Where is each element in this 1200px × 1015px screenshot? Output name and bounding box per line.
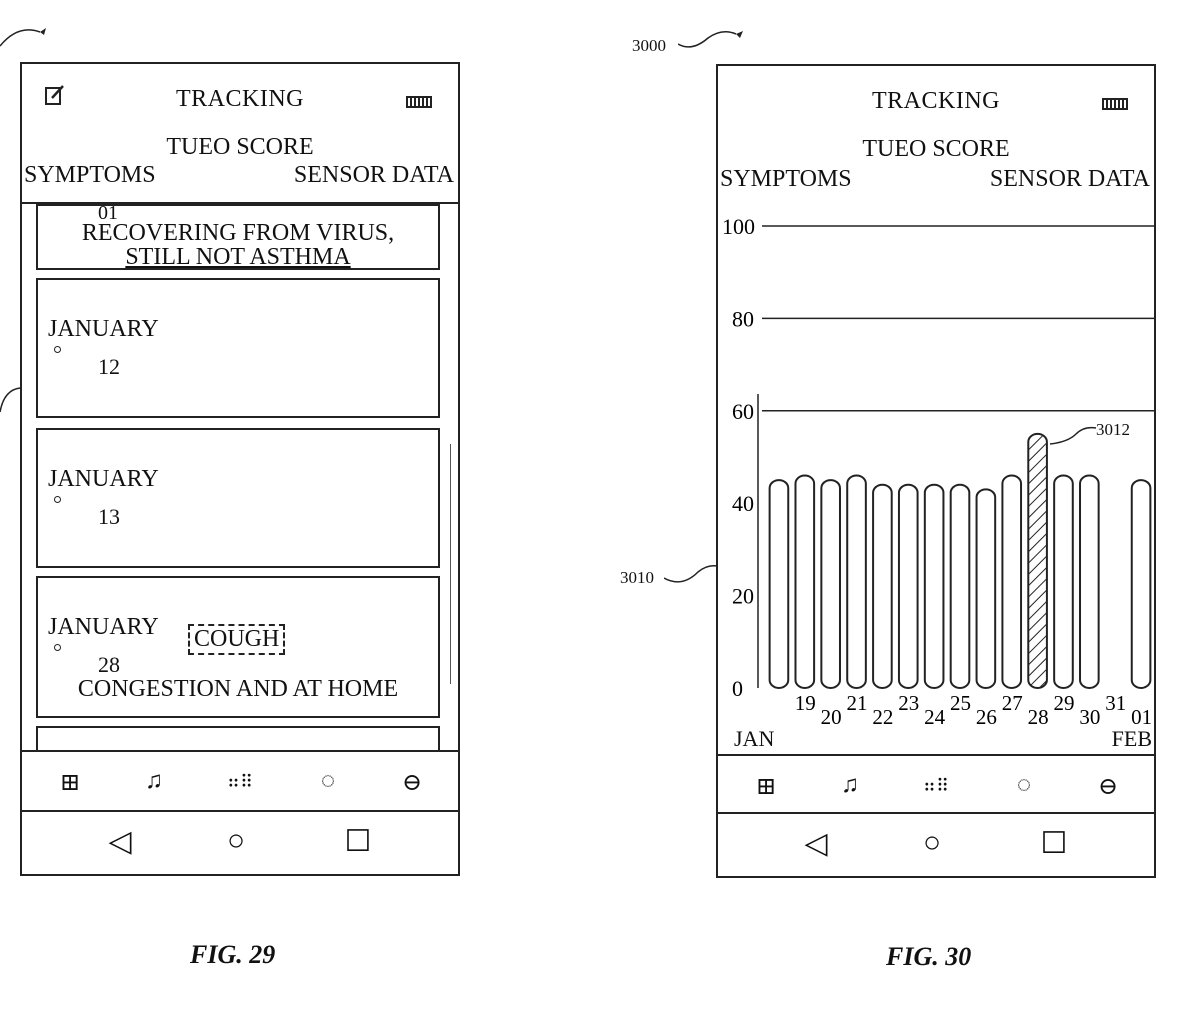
tueo-score-tab[interactable]: TUEO SCORE (166, 134, 314, 160)
tueo-score-tab[interactable]: TUEO SCORE (862, 136, 1010, 162)
x-tick-label: 26 (976, 705, 997, 729)
y-tick-label: 60 (732, 399, 754, 424)
entry-day: 13 (98, 504, 120, 529)
fig29-caption: FIG. 29 (190, 940, 276, 969)
bar[interactable] (1001, 474, 1023, 690)
ref-bar-leader (1049, 424, 1100, 453)
back-icon[interactable]: ◁ (804, 827, 828, 860)
entry-day: 28 (98, 652, 120, 677)
back-icon[interactable]: ◁ (108, 825, 132, 858)
x-tick-label: 22 (872, 705, 893, 729)
clock-icon[interactable]: ◌ (1016, 772, 1032, 798)
list-item[interactable]: JANUARY 12 (36, 278, 440, 418)
profile-icon[interactable]: ⊖ (401, 770, 423, 796)
bar[interactable] (872, 483, 893, 689)
edit-icon[interactable] (44, 84, 66, 106)
sensor-data-tab[interactable]: SENSOR DATA (293, 162, 454, 188)
sensor-data-tab[interactable]: SENSOR DATA (989, 166, 1150, 192)
x-tick-label: 28 (1028, 705, 1049, 729)
fig30-pointer-arrow (677, 24, 748, 59)
bottom-nav: ⊞ ♫ ⠶⠿ ◌ ⊖ (718, 754, 1154, 818)
entry-month: JANUARY (48, 316, 159, 342)
x-tick-label: 29 (1053, 691, 1074, 715)
entry-dot-icon (54, 496, 61, 503)
x-tick-label: 23 (898, 691, 919, 715)
recent-apps-icon[interactable]: ☐ (344, 825, 372, 858)
bar[interactable] (768, 479, 790, 689)
entry-note: RECOVERING FROM VIRUS, (81, 220, 395, 246)
y-tick-label: 20 (732, 584, 754, 609)
x-tick-label: 20 (821, 705, 842, 729)
clock-icon[interactable]: ◌ (320, 768, 336, 794)
bar[interactable] (820, 479, 841, 689)
x-tick-label: 27 (1002, 691, 1023, 715)
profile-icon[interactable]: ⊖ (1097, 774, 1119, 800)
bar[interactable] (923, 483, 945, 689)
bell-icon[interactable]: ♫ (841, 772, 859, 798)
bar-highlighted[interactable] (1027, 432, 1048, 689)
bar[interactable] (794, 474, 816, 690)
y-tick-label: 40 (732, 491, 754, 516)
bar[interactable] (975, 488, 997, 689)
fig29-header: TRACKING TUEO SCORE SYMPTOMS SENSOR DATA (22, 64, 458, 204)
system-nav: ◁ ○ ☐ (718, 812, 1154, 876)
bar[interactable] (1079, 474, 1100, 690)
y-tick-label: 0 (732, 676, 743, 701)
chart-icon[interactable]: ⠶⠿ (226, 772, 254, 792)
bar[interactable] (897, 483, 919, 689)
symptoms-tab[interactable]: SYMPTOMS (24, 162, 156, 188)
x-tick-label: 31 (1105, 691, 1126, 715)
fig29-phone-frame: TRACKING TUEO SCORE SYMPTOMS SENSOR DATA… (20, 62, 460, 876)
entry-dot-icon (54, 644, 61, 651)
x-tick-label: 24 (924, 705, 946, 729)
symptoms-tab[interactable]: SYMPTOMS (720, 166, 852, 192)
entry-day: 01 (98, 202, 118, 224)
x-tick-label: 30 (1079, 705, 1100, 729)
bar[interactable] (949, 483, 971, 689)
list-item[interactable]: JANUARY 28 COUGH CONGESTION AND AT HOME (36, 576, 440, 718)
fig29-side-pointer (0, 384, 24, 419)
fig29-pointer-arrow (0, 20, 60, 55)
x-tick-label: 25 (950, 691, 971, 715)
page-title: TRACKING (872, 88, 1000, 114)
menu-icon[interactable] (406, 96, 432, 108)
ref-chart-label: 3010 (620, 568, 654, 587)
bar[interactable] (846, 474, 867, 690)
fig30-phone-frame: TRACKING TUEO SCORE SYMPTOMS SENSOR DATA… (716, 64, 1156, 878)
entry-month: JANUARY (48, 466, 159, 492)
ref-bar-label: 3012 (1096, 420, 1130, 439)
x-tick-label: 19 (795, 691, 816, 715)
bar[interactable] (1053, 474, 1074, 690)
cough-tag[interactable]: COUGH (188, 624, 286, 655)
home-icon[interactable]: ○ (922, 826, 942, 859)
bottom-nav: ⊞ ♫ ⠶⠿ ◌ ⊖ (22, 750, 458, 814)
month-end-label: FEB (1111, 726, 1152, 751)
entry-dot-icon (54, 346, 61, 353)
grid-icon[interactable]: ⊞ (59, 770, 81, 796)
entry-month: JANUARY (48, 614, 159, 640)
y-tick-label: 100 (722, 214, 755, 239)
entry-day: 12 (98, 354, 120, 379)
month-start-label: JAN (734, 726, 775, 751)
page-title: TRACKING (176, 86, 304, 112)
list-item[interactable]: JANUARY 13 (36, 428, 440, 568)
entry-note: CONGESTION AND AT HOME (77, 676, 399, 702)
grid-icon[interactable]: ⊞ (755, 774, 777, 800)
chart-icon[interactable]: ⠶⠿ (922, 776, 950, 796)
menu-icon[interactable] (1102, 98, 1128, 110)
home-icon[interactable]: ○ (226, 824, 246, 857)
bar[interactable] (1130, 479, 1152, 689)
fig30-caption: FIG. 30 (886, 942, 972, 971)
ref-device-label: 3000 (632, 36, 666, 55)
x-tick-label: 21 (847, 691, 868, 715)
system-nav: ◁ ○ ☐ (22, 810, 458, 874)
list-item[interactable]: 01 RECOVERING FROM VIRUS, STILL NOT ASTH… (36, 202, 440, 270)
entry-note: STILL NOT ASTHMA (125, 244, 351, 270)
bell-icon[interactable]: ♫ (145, 768, 163, 794)
x-tick-label: 01 (1131, 705, 1152, 729)
scrollbar[interactable] (450, 444, 456, 684)
y-tick-label: 80 (732, 306, 754, 331)
recent-apps-icon[interactable]: ☐ (1040, 827, 1068, 860)
